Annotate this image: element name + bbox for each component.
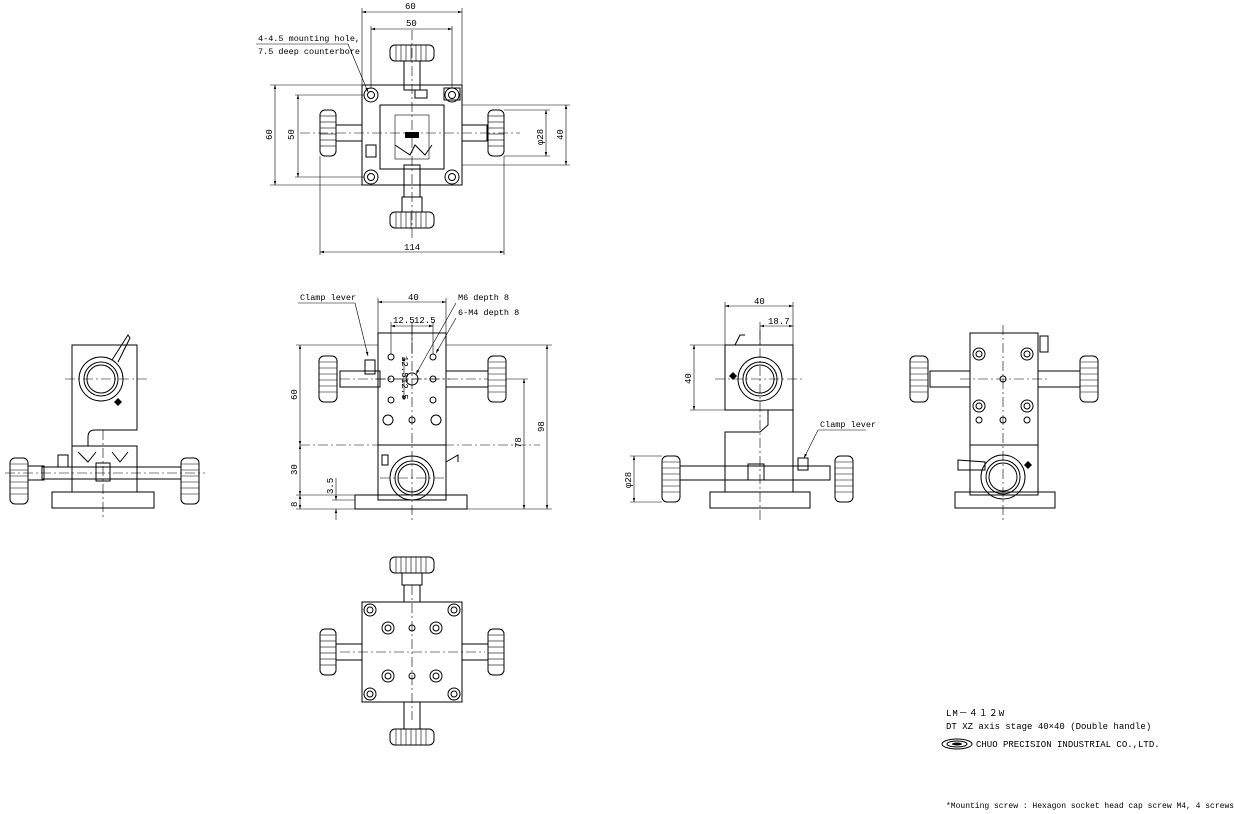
bottom-view <box>319 556 505 746</box>
dim-total-span: 114 <box>404 243 420 253</box>
technical-drawing: 60 50 60 50 φ28 40 114 4-4.5 mounting ho… <box>5 2 1099 750</box>
dim-front-height-60: 60 <box>290 389 300 400</box>
m4-holes-front <box>382 353 442 426</box>
dim-pitch-v2: 12.5 <box>399 378 409 400</box>
dim-hole-pitch-x: 50 <box>406 19 417 29</box>
dim-pitch-v1: 12.5 <box>399 356 409 378</box>
rear-view <box>909 325 1099 520</box>
left-side-view <box>5 334 205 520</box>
company-logo <box>941 738 973 750</box>
front-view: 40 12.5 12.5 12.5 12.5 60 30 8 3.5 78 98… <box>290 293 552 520</box>
right-side-view: 40 18.7 40 φ28 Clamp lever <box>624 297 876 520</box>
model-description: DT XZ axis stage 40×40 (Double handle) <box>946 722 1152 732</box>
dim-front-width: 40 <box>408 293 419 303</box>
dim-front-height-3-5: 3.5 <box>326 478 336 494</box>
dim-side-knob-dia: φ28 <box>624 472 634 488</box>
dim-side-offset: 18.7 <box>768 317 790 327</box>
dim-overall-width: 60 <box>405 2 416 12</box>
label-m4-depth: 6-M4 depth 8 <box>458 308 519 318</box>
dim-hole-pitch-y: 50 <box>287 129 297 140</box>
dim-overall-height: 60 <box>265 129 275 140</box>
label-clamp-lever-side: Clamp lever <box>820 420 876 430</box>
dim-front-height-98: 98 <box>537 421 547 432</box>
note-mounting-hole-2: 7.5 deep counterbore <box>258 47 360 57</box>
model-number: LM－４１２W <box>946 709 1006 719</box>
label-m6-depth: M6 depth 8 <box>458 293 509 303</box>
top-view: 60 50 60 50 φ28 40 114 4-4.5 mounting ho… <box>256 2 570 255</box>
dim-side-width: 40 <box>754 297 765 307</box>
footnote: *Mounting screw : Hexagon socket head ca… <box>946 802 1234 811</box>
dim-knob-height-top: 40 <box>556 129 566 140</box>
dim-front-height-8: 8 <box>290 502 300 507</box>
dim-front-height-30: 30 <box>290 464 300 475</box>
dim-pitch-a: 12.5 <box>393 316 415 326</box>
note-mounting-hole-1: 4-4.5 mounting hole, <box>258 34 360 44</box>
company-name: CHUO PRECISION INDUSTRIAL CO.,LTD. <box>976 740 1160 750</box>
label-clamp-lever-front: Clamp lever <box>300 293 356 303</box>
dim-front-height-78: 78 <box>514 437 524 448</box>
dim-pitch-b: 12.5 <box>414 316 436 326</box>
dim-side-height: 40 <box>684 373 694 384</box>
dim-knob-dia-top: φ28 <box>536 129 546 145</box>
